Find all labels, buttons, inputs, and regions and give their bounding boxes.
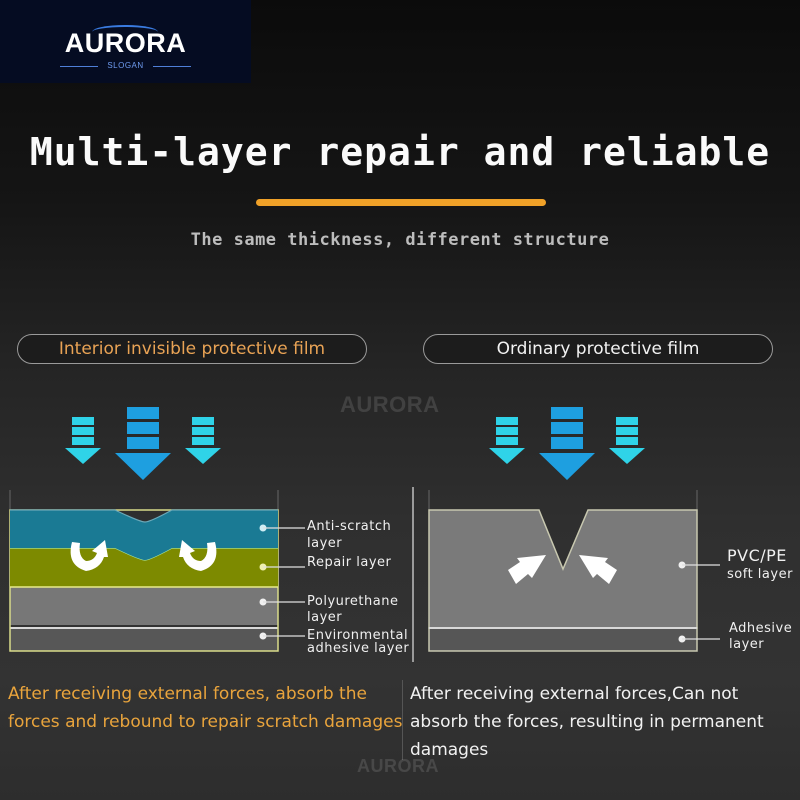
- layer-label-line: Adhesive: [729, 621, 793, 636]
- ordinary-film-label-text: Ordinary protective film: [496, 339, 700, 359]
- title-underline-bar: [256, 199, 546, 206]
- logo-slogan: SLOGAN: [60, 61, 191, 70]
- pvc-pe-layer-label: PVC/PE soft layer: [727, 548, 793, 583]
- logo-brand-text: AURORA: [64, 28, 187, 58]
- page-title: Multi-layer repair and reliable: [29, 130, 771, 174]
- rebound-arrow-right-icon: [179, 540, 217, 571]
- adhesive-layer: [428, 627, 698, 652]
- damage-arrow-left-icon: [508, 555, 546, 584]
- force-arrow-small-icon: [609, 417, 645, 464]
- logo-arc-icon: [92, 25, 158, 39]
- damage-arrow-right-icon: [579, 555, 617, 584]
- brand-logo: AURORA SLOGAN: [0, 0, 251, 83]
- force-arrow-large-icon: [539, 407, 595, 480]
- watermark-bottom: AURORA: [357, 756, 439, 776]
- layer-label-line: Polyurethane: [307, 594, 399, 609]
- layer-label-line: layer: [307, 610, 343, 625]
- interior-film-diagram: [9, 490, 305, 652]
- layer-label-line: Repair layer: [307, 555, 392, 570]
- polyurethane-layer-label: Polyurethane layer: [307, 595, 398, 625]
- layer-label-line: Anti-scratch: [307, 519, 392, 534]
- layer-label-line: adhesive layer: [307, 641, 410, 656]
- force-arrow-small-icon: [185, 417, 221, 464]
- adhesive-layer-label: Environmental adhesive layer: [307, 629, 409, 655]
- ordinary-film-label: Ordinary protective film: [423, 334, 773, 364]
- ordinary-film-diagram: [428, 490, 720, 652]
- layer-label-line: layer: [307, 536, 343, 551]
- layer-label-line: soft layer: [727, 567, 793, 582]
- anti-scratch-layer-label: Anti-scratch layer: [307, 520, 391, 551]
- interior-film-label-text: Interior invisible protective film: [58, 339, 326, 359]
- force-arrow-small-icon: [65, 417, 101, 464]
- force-arrow-large-icon: [115, 407, 171, 480]
- layer-label-line: layer: [729, 637, 765, 652]
- panel-divider: [412, 487, 414, 662]
- repair-layer-label: Repair layer: [307, 556, 391, 570]
- force-arrows-right: [489, 407, 645, 480]
- watermark-middle: AURORA: [340, 392, 440, 417]
- layer-label-line: Environmental: [307, 628, 409, 643]
- layer-label-line: PVC/PE: [727, 546, 787, 565]
- page-subtitle: The same thickness, different structure: [190, 230, 610, 250]
- description-divider: [402, 680, 403, 760]
- pvc-pe-layer: [428, 509, 698, 629]
- adhesive-layer-label-right: Adhesive layer: [729, 621, 792, 653]
- rebound-arrow-left-icon: [70, 540, 108, 571]
- force-arrows-left: [65, 407, 221, 480]
- ordinary-film-description: After receiving external forces,Can not …: [410, 684, 764, 760]
- interior-film-description: After receiving external forces, absorb …: [8, 684, 403, 732]
- force-arrow-small-icon: [489, 417, 525, 464]
- interior-film-label: Interior invisible protective film: [17, 334, 367, 364]
